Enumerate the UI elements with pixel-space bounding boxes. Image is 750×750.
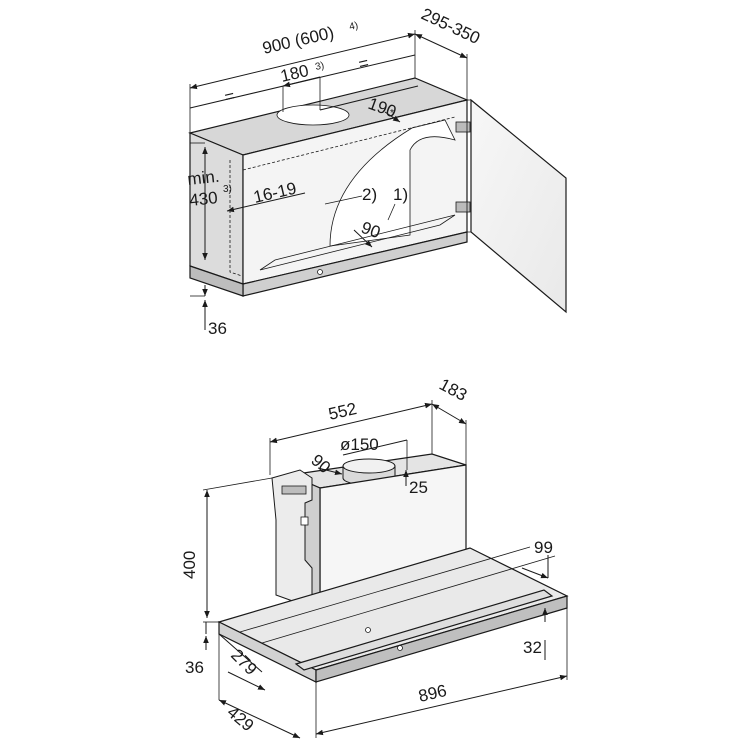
dim-429: 429 (223, 703, 257, 736)
dim-diameter: ø150 (340, 435, 379, 454)
dim-183: 183 (436, 375, 470, 405)
hood-silhouette (329, 119, 456, 247)
cabinet-door (470, 98, 567, 314)
callout-2: 2) (362, 185, 377, 204)
dim-25: 25 (409, 478, 428, 497)
dim-32: 32 (523, 638, 542, 657)
hood-indicator (317, 269, 323, 275)
hinge-bottom (455, 201, 471, 213)
dim-400: 400 (180, 551, 199, 579)
dim-36-bottom: 36 (185, 658, 204, 677)
dim-width-note: 4) (348, 20, 359, 33)
equal-mark-left: = (223, 86, 237, 107)
front-strip (294, 589, 554, 671)
height-value: 430 (188, 188, 218, 210)
duct-cutout (276, 104, 350, 126)
canopy-indicator-1 (365, 627, 371, 633)
hinge-top (455, 121, 471, 133)
height-min-label: min. (186, 167, 220, 189)
canopy-indicator-2 (397, 645, 403, 651)
mounting-bracket (271, 469, 313, 609)
dim-190-mark: * (390, 108, 394, 119)
height-note: 3) (223, 184, 232, 195)
dim-99: 99 (534, 538, 553, 557)
dim-bottom-36: 36 (208, 319, 227, 338)
cabinet-drawing: 900 (600) 4) 295-350 180 3) = = 190 * mi… (186, 4, 567, 338)
dim-width-900: 900 (600) (261, 23, 336, 58)
equal-mark-right: = (357, 53, 371, 74)
dim-552: 552 (327, 399, 359, 424)
dim-duct-offset: 180 (279, 61, 311, 86)
dim-896: 896 (417, 681, 449, 706)
callout-1: 1) (393, 185, 408, 204)
dim-depth: 295-350 (418, 4, 483, 48)
dim-duct-offset-note: 3) (314, 60, 325, 73)
hood-drawing: 552 183 ø150 90 25 400 99 36 279 (180, 375, 569, 739)
